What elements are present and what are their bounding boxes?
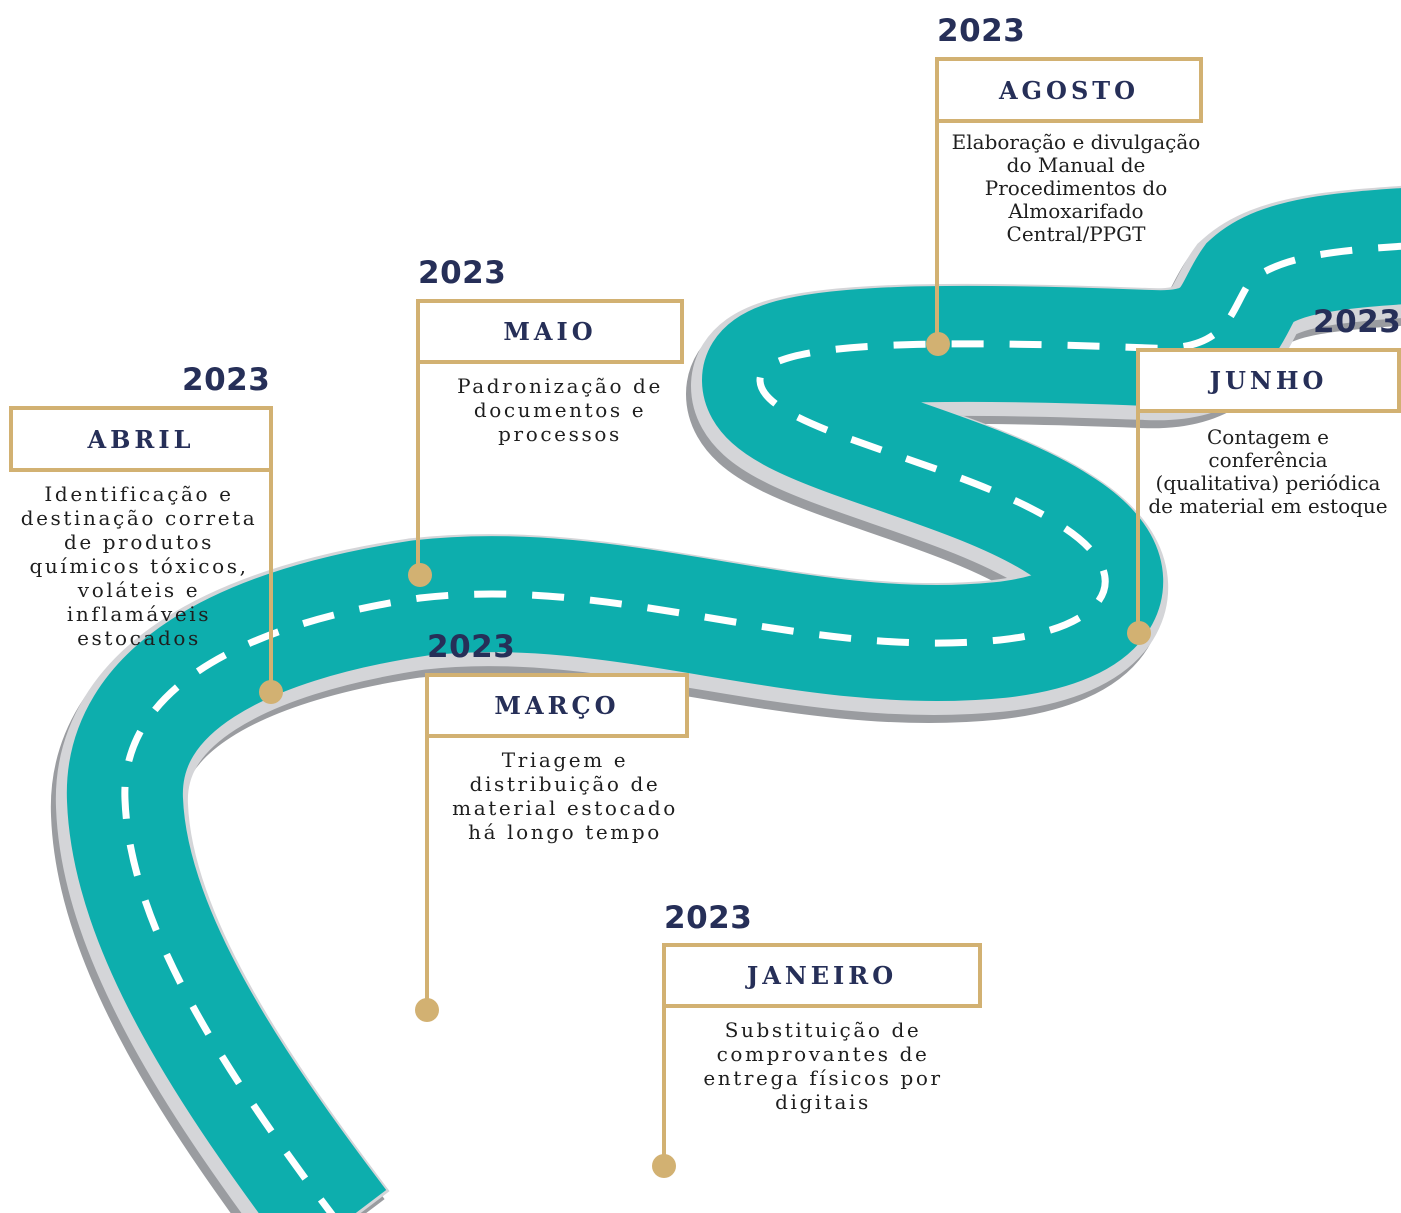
milestone-year: 2023 [427,629,516,665]
month-label: MAIO [503,317,597,346]
milestone-year: 2023 [1313,304,1401,340]
marker-pole [416,364,420,574]
month-label-box: ABRIL [9,406,273,472]
marker-pole [662,1008,666,1166]
marker-pole [935,123,939,333]
month-label: ABRIL [87,424,195,454]
month-label: MARÇO [494,691,620,720]
marker-dot [1127,621,1151,645]
marker-dot [415,998,439,1022]
marker-dot [408,563,432,587]
milestone-year: 2023 [182,362,271,398]
milestone-description: Substituição de comprovantes de entrega … [703,1018,943,1114]
month-label: AGOSTO [998,75,1140,105]
month-label-box: JUNHO [1136,348,1401,413]
milestone-year: 2023 [937,13,1026,49]
marker-pole [425,738,429,1008]
month-label-box: JANEIRO [662,943,982,1008]
marker-pole [1136,413,1140,623]
marker-dot [259,680,283,704]
milestone-description: Contagem e conferência (qualitativa) per… [1148,425,1388,518]
lane-marking [121,242,1401,1213]
milestone-description: Padronização de documentos e processos [457,374,663,446]
milestone-year: 2023 [664,900,753,936]
month-label: JANEIRO [746,961,898,990]
milestone-description: Identificação e destinação correta de pr… [20,482,258,650]
milestone-description: Elaboração e divulgação do Manual de Pro… [951,130,1201,246]
month-label-box: MAIO [416,299,684,364]
marker-pole [269,472,273,690]
marker-dot [652,1154,676,1178]
marker-dot [926,332,950,356]
month-label: JUNHO [1209,366,1328,395]
milestone-year: 2023 [418,255,507,291]
month-label-box: AGOSTO [935,57,1203,123]
month-label-box: MARÇO [425,673,689,738]
milestone-description: Triagem e distribuição de material estoc… [452,748,678,844]
